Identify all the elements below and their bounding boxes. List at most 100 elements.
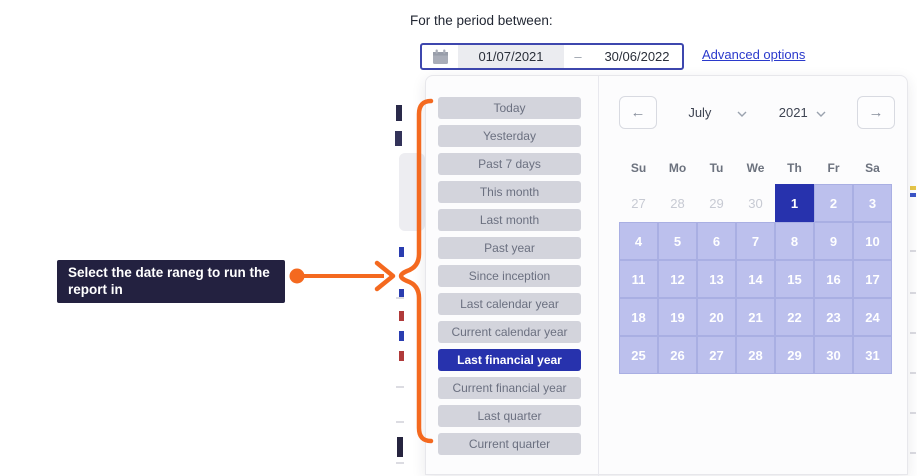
- day-cell-22[interactable]: 22: [775, 298, 814, 336]
- background-fragment: [399, 351, 404, 361]
- day-cell-5[interactable]: 5: [658, 222, 697, 260]
- advanced-options-link[interactable]: Advanced options: [702, 47, 806, 62]
- background-fragment: [396, 105, 402, 121]
- day-cell-1[interactable]: 1: [775, 184, 814, 222]
- day-cell-31[interactable]: 31: [853, 336, 892, 374]
- background-fragment: [396, 421, 404, 423]
- day-cell-16[interactable]: 16: [814, 260, 853, 298]
- weekday-label: Tu: [709, 161, 724, 175]
- background-fragment: [910, 193, 916, 197]
- weekday-label: Sa: [865, 161, 880, 175]
- preset-last-financial-year[interactable]: Last financial year: [438, 349, 581, 371]
- day-cell-26[interactable]: 26: [658, 336, 697, 374]
- next-month-button[interactable]: →: [856, 96, 895, 129]
- preset-this-month[interactable]: This month: [438, 181, 581, 203]
- day-cell-12[interactable]: 12: [658, 260, 697, 298]
- day-cell-14[interactable]: 14: [736, 260, 775, 298]
- day-cell-28[interactable]: 28: [736, 336, 775, 374]
- background-fragment: [910, 186, 916, 190]
- background-fragment: [399, 331, 404, 341]
- day-cell-17[interactable]: 17: [853, 260, 892, 298]
- weekday-label: We: [746, 161, 765, 175]
- weekday-label: Su: [630, 161, 647, 175]
- year-label: 2021: [778, 105, 808, 120]
- calendar-icon[interactable]: [422, 49, 458, 65]
- end-date-field[interactable]: 30/06/2022: [604, 49, 670, 64]
- day-cell-30-prev[interactable]: 30: [748, 195, 763, 211]
- day-cell-8[interactable]: 8: [775, 222, 814, 260]
- background-fragment: [395, 131, 402, 146]
- day-cell-27-prev[interactable]: 27: [631, 195, 646, 211]
- month-select[interactable]: July: [688, 105, 747, 120]
- day-cell-29-prev[interactable]: 29: [709, 195, 724, 211]
- day-cell-10[interactable]: 10: [853, 222, 892, 260]
- start-date-field[interactable]: 01/07/2021: [458, 45, 564, 68]
- calendar-nav: ← July 2021 →: [619, 96, 895, 129]
- preset-past-7-days[interactable]: Past 7 days: [438, 153, 581, 175]
- preset-last-month[interactable]: Last month: [438, 209, 581, 231]
- prev-month-button[interactable]: ←: [619, 96, 657, 129]
- day-cell-7[interactable]: 7: [736, 222, 775, 260]
- day-cell-20[interactable]: 20: [697, 298, 736, 336]
- annotation-tooltip: Select the date raneg to run the report …: [57, 260, 285, 303]
- background-fragment: [910, 250, 916, 252]
- arrow-head-icon: [374, 260, 396, 292]
- period-label: For the period between:: [410, 13, 553, 28]
- connector-dot: [289, 268, 305, 284]
- background-fragment: [396, 297, 404, 299]
- weekday-label: Fr: [827, 161, 840, 175]
- weekday-label: Mo: [668, 161, 687, 175]
- day-cell-24[interactable]: 24: [853, 298, 892, 336]
- background-fragment: [396, 462, 404, 464]
- day-cell-27[interactable]: 27: [697, 336, 736, 374]
- preset-since-inception[interactable]: Since inception: [438, 265, 581, 287]
- day-cell-28-prev[interactable]: 28: [670, 195, 685, 211]
- background-fragment: [399, 247, 404, 257]
- chevron-down-icon: [737, 105, 747, 120]
- day-cell-30[interactable]: 30: [814, 336, 853, 374]
- preset-last-quarter[interactable]: Last quarter: [438, 405, 581, 427]
- background-fragment: [910, 452, 916, 454]
- preset-current-quarter[interactable]: Current quarter: [438, 433, 581, 455]
- day-cell-29[interactable]: 29: [775, 336, 814, 374]
- day-cell-23[interactable]: 23: [814, 298, 853, 336]
- chevron-down-icon: [816, 105, 826, 120]
- preset-yesterday[interactable]: Yesterday: [438, 125, 581, 147]
- month-label: July: [688, 105, 712, 120]
- date-range-input[interactable]: 01/07/2021 – 30/06/2022: [420, 43, 684, 70]
- day-cell-4[interactable]: 4: [619, 222, 658, 260]
- background-fragment: [910, 332, 916, 334]
- day-cell-13[interactable]: 13: [697, 260, 736, 298]
- day-cell-2[interactable]: 2: [814, 184, 853, 222]
- arrow-right-icon: →: [868, 104, 884, 121]
- background-fragment: [399, 153, 425, 231]
- preset-last-calendar-year[interactable]: Last calendar year: [438, 293, 581, 315]
- day-cell-6[interactable]: 6: [697, 222, 736, 260]
- background-fragment: [399, 311, 404, 321]
- day-cell-3[interactable]: 3: [853, 184, 892, 222]
- day-cell-18[interactable]: 18: [619, 298, 658, 336]
- date-range-separator: –: [574, 49, 582, 64]
- background-fragment: [910, 292, 916, 294]
- day-cell-25[interactable]: 25: [619, 336, 658, 374]
- day-cell-15[interactable]: 15: [775, 260, 814, 298]
- preset-today[interactable]: Today: [438, 97, 581, 119]
- day-cell-11[interactable]: 11: [619, 260, 658, 298]
- preset-past-year[interactable]: Past year: [438, 237, 581, 259]
- weekday-label: Th: [787, 161, 802, 175]
- preset-current-calendar-year[interactable]: Current calendar year: [438, 321, 581, 343]
- day-cell-21[interactable]: 21: [736, 298, 775, 336]
- preset-current-financial-year[interactable]: Current financial year: [438, 377, 581, 399]
- day-cell-19[interactable]: 19: [658, 298, 697, 336]
- arrow-left-icon: ←: [630, 104, 646, 121]
- background-fragment: [910, 412, 916, 414]
- year-select[interactable]: 2021: [779, 105, 826, 120]
- weekday-row: Su Mo Tu We Th Fr Sa: [619, 161, 892, 175]
- background-fragment: [396, 386, 404, 388]
- panel-divider: [598, 76, 599, 476]
- day-cell-9[interactable]: 9: [814, 222, 853, 260]
